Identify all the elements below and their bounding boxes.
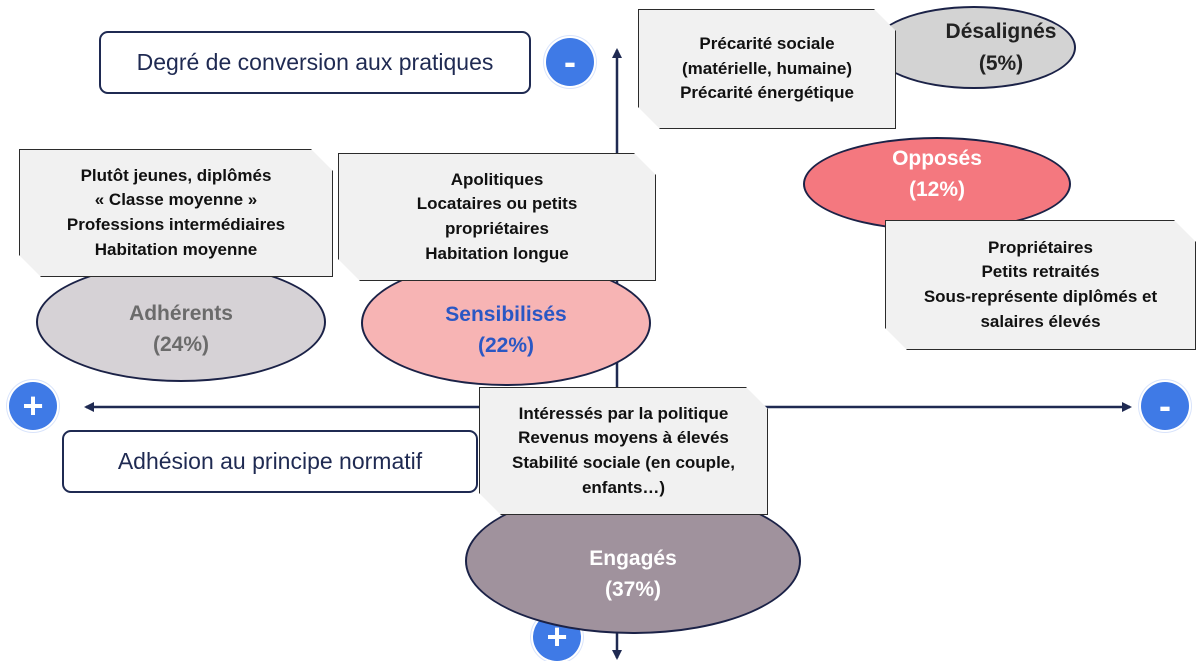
note-opposes-line: Propriétaires [988, 237, 1093, 257]
note-engages-line: Stabilité sociale (en couple, [512, 453, 735, 472]
note-sensibilises: Apolitiques Locataires ou petits proprié… [338, 153, 656, 281]
vertical-top-minus-icon: - [546, 38, 594, 86]
note-opposes-line: salaires élevés [980, 311, 1101, 331]
group-adherents-name: Adhérents [129, 301, 233, 325]
note-opposes-line: Petits retraités [981, 262, 1100, 282]
group-opposes-share: (12%) [908, 178, 966, 201]
horizontal-axis-label: Adhésion au principe normatif [62, 430, 478, 493]
group-desalignes-name: Désalignés [945, 20, 1057, 43]
horizontal-left-plus-icon: + [9, 382, 57, 430]
note-sensibilises-line: Habitation longue [425, 243, 569, 263]
note-sensibilises-line: Locataires ou petits [416, 194, 578, 214]
group-sensibilises: Sensibilisés (22%) [361, 260, 651, 386]
group-desalignes-share: (5%) [978, 51, 1024, 75]
group-sensibilises-share: (22%) [477, 334, 535, 357]
note-sensibilises-line: propriétaires [445, 219, 549, 238]
note-engages-line: enfants…) [581, 477, 666, 497]
vertical-axis-label: Degré de conversion aux pratiques [99, 31, 531, 94]
note-engages: Intéressés par la politique Revenus moye… [479, 387, 768, 515]
group-adherents-share: (24%) [152, 333, 210, 356]
note-precarite: Précarité sociale (matérielle, humaine) … [638, 9, 896, 129]
note-adherents-line: « Classe moyenne » [94, 190, 258, 210]
group-engages-name: Engagés [589, 546, 677, 570]
group-engages-share: (37%) [604, 578, 662, 601]
note-opposes: Propriétaires Petits retraités Sous-repr… [885, 220, 1196, 350]
group-desalignes: Désalignés (5%) [872, 6, 1076, 89]
group-opposes-name: Opposés [892, 146, 982, 170]
note-precarite-line: Précarité sociale [699, 34, 835, 54]
note-precarite-line: (matérielle, humaine) [681, 58, 853, 78]
note-opposes-line: Sous-représente diplômés et [923, 287, 1158, 306]
note-adherents-line: Habitation moyenne [94, 239, 258, 259]
horizontal-right-minus-icon: - [1141, 382, 1189, 430]
group-opposes: Opposés (12%) [803, 137, 1071, 231]
note-adherents: Plutôt jeunes, diplômés « Classe moyenne… [19, 149, 333, 277]
note-engages-line: Revenus moyens à élevés [518, 428, 729, 448]
note-engages-line: Intéressés par la politique [518, 403, 729, 423]
note-precarite-line: Précarité énergétique [680, 83, 854, 103]
note-sensibilises-line: Apolitiques [450, 169, 544, 189]
note-adherents-line: Professions intermédiaires [66, 215, 286, 234]
group-adherents: Adhérents (24%) [36, 262, 326, 382]
group-sensibilises-name: Sensibilisés [445, 302, 567, 326]
note-adherents-line: Plutôt jeunes, diplômés [80, 165, 272, 185]
